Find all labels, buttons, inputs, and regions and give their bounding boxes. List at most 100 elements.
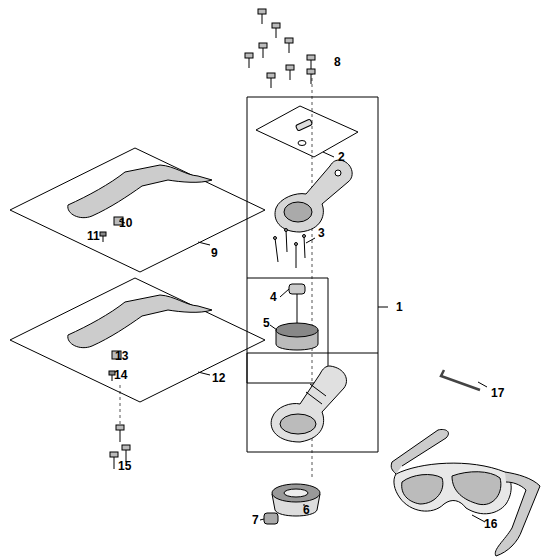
kit-outline-part: [256, 106, 358, 157]
kit-outline-part: [295, 119, 312, 131]
pin-set-part: [285, 229, 288, 232]
screw-set-part: [286, 65, 294, 80]
kit-outline-part: [323, 152, 334, 157]
adjuster-knob: [280, 284, 305, 325]
nut: [260, 513, 278, 524]
screw-set-part: [307, 55, 315, 70]
trigger-kit-outline-part: [10, 148, 265, 272]
trigger-kit-outline-part-part: [103, 236, 104, 242]
screw-set-part-part: [289, 43, 290, 53]
screw-set-part-part: [245, 53, 253, 58]
screw-set-part-part: [120, 430, 121, 442]
screw-set-part: [110, 452, 118, 469]
screw-set-part-part: [259, 43, 267, 48]
upper-housing: [275, 160, 352, 232]
screw-set-part-part: [286, 65, 294, 70]
pin-set-part: [295, 243, 298, 246]
allen-key: [441, 370, 487, 390]
screw-set-part-part: [267, 73, 275, 78]
assembly-bracket-part: [247, 97, 378, 452]
adjuster-knob-part: [297, 294, 298, 325]
nut-part: [260, 519, 264, 520]
callout-number: 5: [263, 317, 270, 330]
callout-number: 16: [484, 518, 497, 531]
nut-part: [264, 513, 278, 524]
screw-set-part-part: [263, 48, 264, 58]
trigger-kit-outline-part-part: [100, 232, 106, 236]
callout-number: 11: [87, 230, 100, 243]
ratchet-ring-part: [270, 325, 277, 330]
spool-cap: [272, 484, 320, 516]
screw-set-part-part: [311, 74, 312, 84]
trigger-kit-outline-part-part: [112, 375, 113, 381]
trigger-kit-outline: [10, 278, 265, 402]
callout-number: 10: [119, 217, 132, 230]
pin-set-part: [306, 238, 315, 243]
callout-number: 7: [252, 514, 259, 527]
callout-number: 15: [118, 460, 131, 473]
pin-set-part: [274, 237, 277, 240]
screw-set-part: [272, 23, 280, 38]
screw-set-part: [259, 43, 267, 58]
adjuster-knob-part: [280, 289, 289, 297]
pin-set-part: [275, 238, 278, 262]
screw-set-part-part: [114, 457, 115, 469]
callout-number: 1: [396, 301, 403, 314]
assembly-bracket-part: [247, 97, 378, 278]
safety-glasses-part: [472, 515, 485, 522]
trigger-kit-outline-part: [198, 242, 210, 245]
pin-set: [274, 229, 316, 269]
screw-set-part-part: [290, 70, 291, 80]
trigger-kit-outline: [10, 148, 265, 272]
lower-housing: [271, 366, 346, 442]
callout-number: 3: [318, 227, 325, 240]
screw-set-part: [116, 425, 124, 442]
lower-housing-part: [271, 366, 346, 442]
ratchet-ring-part: [276, 323, 318, 337]
callout-number: 12: [212, 372, 225, 385]
assembly-bracket-part: [247, 278, 328, 383]
screw-set-part-part: [307, 69, 315, 74]
pin-set-part: [286, 230, 287, 252]
screw-set-part: [258, 9, 266, 24]
callout-number: 9: [211, 247, 218, 260]
safety-glasses-part: [452, 472, 501, 505]
upper-housing-part: [284, 202, 312, 222]
adjuster-knob-part: [289, 284, 305, 294]
screw-set-part-part: [122, 445, 130, 450]
upper-housing-part: [275, 160, 352, 232]
safety-glasses-part: [495, 472, 540, 556]
allen-key-part: [441, 370, 480, 390]
safety-glasses-part: [402, 475, 443, 504]
screw-set-part-part: [276, 28, 277, 38]
safety-glasses-part: [391, 429, 448, 474]
safety-glasses: [391, 429, 540, 556]
trigger-kit-outline-part: [100, 232, 106, 242]
callout-number: 17: [491, 387, 504, 400]
screw-set-part-part: [307, 55, 315, 60]
screw-set-part-part: [272, 23, 280, 28]
trigger-kit-outline-part: [198, 372, 210, 375]
lower-housing-part: [280, 414, 316, 434]
lower-housing-part: [306, 392, 322, 404]
pin-set-part: [296, 244, 297, 268]
screw-set-part-part: [258, 9, 266, 14]
safety-glasses-part: [394, 463, 511, 514]
trigger-kit-outline-part: [10, 278, 265, 402]
callout-number: 6: [303, 504, 310, 517]
callout-number: 13: [115, 350, 128, 363]
spool-cap-part: [284, 489, 308, 497]
allen-key-part: [478, 382, 487, 387]
screw-set: [245, 9, 315, 88]
ratchet-ring: [270, 323, 318, 350]
callout-number: 4: [270, 291, 277, 304]
screw-set-part-part: [116, 425, 124, 430]
screw-set-part-part: [262, 14, 263, 24]
screw-set-part-part: [271, 78, 272, 88]
screw-set-part: [267, 73, 275, 88]
screw-set-part-part: [249, 58, 250, 68]
pin-set-part: [304, 236, 305, 258]
callout-number: 2: [338, 151, 345, 164]
